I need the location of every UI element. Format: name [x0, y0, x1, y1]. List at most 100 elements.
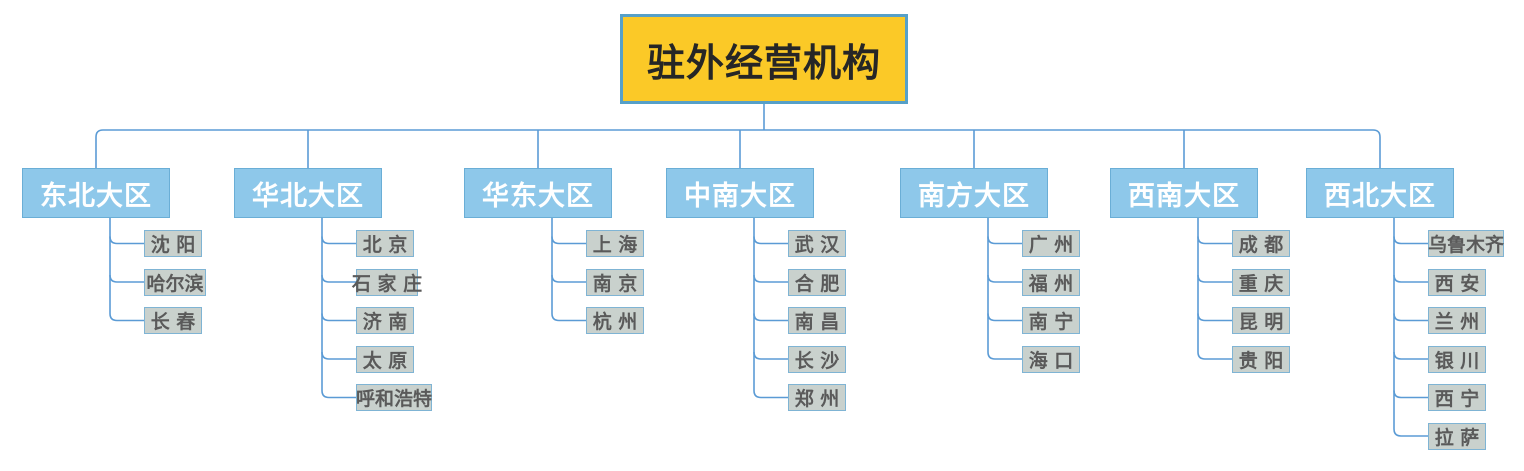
- city-node[interactable]: 太 原: [356, 345, 414, 373]
- connector-line: [1197, 274, 1232, 283]
- connector-line: [987, 351, 1022, 360]
- city-node[interactable]: 郑 州: [788, 384, 846, 411]
- city-node-label: 合 肥: [794, 272, 840, 295]
- city-node-label: 武 汉: [794, 234, 840, 256]
- city-node[interactable]: 长 春: [144, 307, 202, 334]
- city-node[interactable]: 合 肥: [788, 268, 846, 296]
- city-node[interactable]: 沈 阳: [144, 230, 202, 257]
- connector-line: [321, 274, 356, 283]
- region-node-5[interactable]: 南方大区: [900, 168, 1048, 218]
- connector-line: [1393, 428, 1428, 437]
- connector-line: [1393, 313, 1428, 322]
- connector-line: [321, 313, 356, 322]
- city-node[interactable]: 西 安: [1428, 268, 1486, 296]
- city-node-label: 成 都: [1238, 234, 1284, 256]
- city-node-label: 贵 阳: [1238, 349, 1284, 372]
- city-node[interactable]: 长 沙: [788, 345, 846, 373]
- connector-line: [551, 313, 586, 322]
- city-node[interactable]: 石 家 庄: [352, 268, 422, 296]
- city-node[interactable]: 贵 阳: [1232, 345, 1290, 373]
- connector-line: [753, 390, 788, 399]
- city-node-label: 拉 萨: [1434, 426, 1480, 449]
- region-node-label: 南方大区: [918, 180, 1030, 212]
- city-node-label: 重 庆: [1238, 272, 1284, 295]
- city-node[interactable]: 重 庆: [1232, 268, 1290, 296]
- city-node[interactable]: 哈尔滨: [144, 268, 206, 296]
- city-node[interactable]: 乌鲁木齐: [1428, 230, 1504, 257]
- city-node-label: 太 原: [362, 349, 408, 372]
- city-node-label: 乌鲁木齐: [1428, 234, 1505, 256]
- region-node-4[interactable]: 中南大区: [666, 168, 814, 218]
- connector-line: [753, 274, 788, 283]
- city-node-label: 长 春: [150, 311, 196, 333]
- city-node[interactable]: 武 汉: [788, 230, 846, 257]
- connector-line: [551, 274, 586, 283]
- city-node[interactable]: 上 海: [586, 230, 644, 257]
- region-node-label: 西南大区: [1128, 180, 1240, 212]
- connector-line: [109, 236, 144, 245]
- city-node-label: 哈尔滨: [146, 272, 204, 295]
- city-node[interactable]: 海 口: [1022, 345, 1080, 373]
- city-node[interactable]: 昆 明: [1232, 307, 1290, 334]
- city-node[interactable]: 济 南: [356, 307, 414, 334]
- connector-line: [987, 236, 1022, 245]
- city-node-label: 郑 州: [794, 388, 840, 410]
- connector-line: [95, 129, 1381, 168]
- connector-line: [1393, 274, 1428, 283]
- city-node-label: 广 州: [1028, 234, 1074, 256]
- city-node[interactable]: 福 州: [1022, 268, 1080, 296]
- connector-line: [1393, 236, 1428, 245]
- connector-line: [753, 313, 788, 322]
- city-node-label: 南 京: [592, 272, 638, 295]
- city-node-label: 西 宁: [1434, 388, 1480, 410]
- root-node[interactable]: 驻外经营机构: [620, 14, 908, 104]
- city-node[interactable]: 北 京: [356, 230, 414, 257]
- connector-line: [1197, 351, 1232, 360]
- region-node-label: 西北大区: [1324, 180, 1436, 212]
- region-node-label: 华东大区: [482, 180, 594, 212]
- city-node[interactable]: 南 京: [586, 268, 644, 296]
- city-node-label: 济 南: [362, 311, 408, 333]
- city-node-label: 银 川: [1434, 349, 1480, 372]
- city-node[interactable]: 呼和浩特: [356, 384, 432, 411]
- city-node[interactable]: 南 昌: [788, 307, 846, 334]
- connector-line: [321, 236, 356, 245]
- city-node[interactable]: 拉 萨: [1428, 422, 1486, 450]
- connector-line: [1197, 313, 1232, 322]
- region-node-1[interactable]: 东北大区: [22, 168, 170, 218]
- city-node-label: 北 京: [362, 234, 408, 256]
- city-node[interactable]: 杭 州: [586, 307, 644, 334]
- region-node-3[interactable]: 华东大区: [464, 168, 612, 218]
- city-node-label: 上 海: [592, 234, 638, 256]
- city-node-label: 石 家 庄: [351, 272, 423, 295]
- root-node-label: 驻外经营机构: [646, 40, 881, 85]
- connector-line: [321, 390, 356, 399]
- region-node-7[interactable]: 西北大区: [1306, 168, 1454, 218]
- city-node[interactable]: 西 宁: [1428, 384, 1486, 411]
- region-node-2[interactable]: 华北大区: [234, 168, 382, 218]
- city-node[interactable]: 银 川: [1428, 345, 1486, 373]
- connector-line: [753, 351, 788, 360]
- connector-line: [1393, 351, 1428, 360]
- region-node-6[interactable]: 西南大区: [1110, 168, 1258, 218]
- city-node-label: 西 安: [1434, 272, 1480, 295]
- city-node-label: 海 口: [1028, 349, 1074, 372]
- city-node-label: 兰 州: [1434, 311, 1480, 333]
- city-node-label: 南 宁: [1028, 311, 1074, 333]
- connector-line: [109, 274, 144, 283]
- connector-line: [1393, 390, 1428, 399]
- city-node-label: 昆 明: [1238, 311, 1284, 333]
- connector-line: [987, 313, 1022, 322]
- region-node-label: 东北大区: [40, 180, 152, 212]
- connector-line: [109, 313, 144, 322]
- connector-line: [1197, 236, 1232, 245]
- city-node[interactable]: 南 宁: [1022, 307, 1080, 334]
- connector-line: [987, 274, 1022, 283]
- city-node[interactable]: 兰 州: [1428, 307, 1486, 334]
- city-node[interactable]: 成 都: [1232, 230, 1290, 257]
- city-node[interactable]: 广 州: [1022, 230, 1080, 257]
- city-node-label: 杭 州: [592, 311, 638, 333]
- region-node-label: 华北大区: [252, 180, 364, 212]
- connector-line: [321, 351, 356, 360]
